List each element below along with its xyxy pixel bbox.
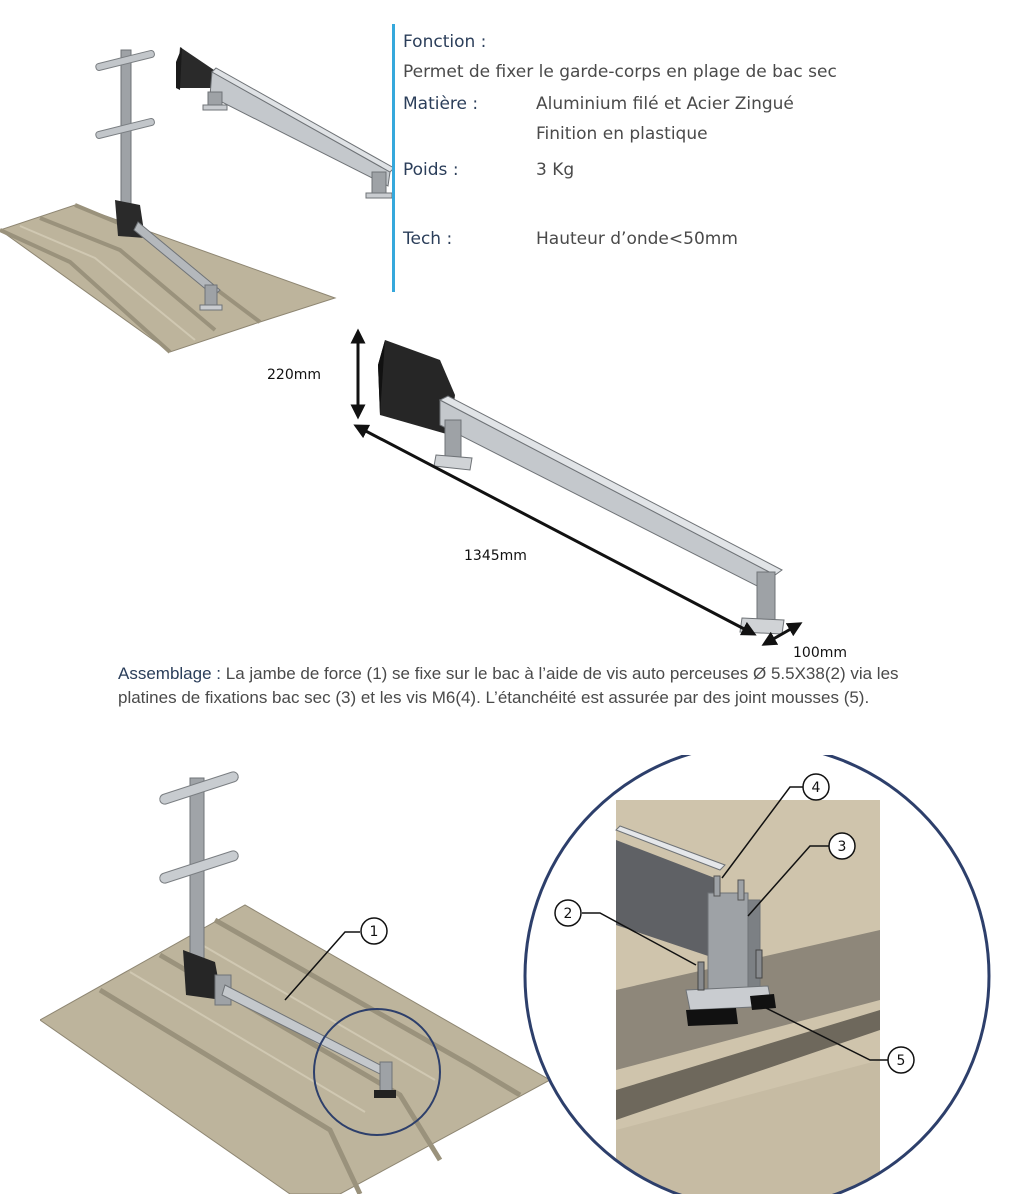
width-dimension-label: 100mm	[793, 645, 847, 661]
fixing-detail-illustration: 2 4 3 5	[523, 755, 991, 1194]
callout-1-label: 1	[370, 924, 379, 940]
assembly-text: La jambe de force (1) se fixe sur le bac…	[118, 664, 899, 707]
fonction-value: Permet de fixer le garde-corps en plage …	[403, 62, 837, 82]
fonction-label: Fonction :	[403, 32, 487, 52]
poids-label: Poids :	[403, 160, 459, 180]
callout-4-label: 4	[812, 780, 821, 796]
dimensioned-brace-illustration	[350, 328, 803, 646]
tech-label: Tech :	[403, 229, 453, 249]
assembly-overview-illustration: 1	[40, 771, 552, 1194]
tech-value: Hauteur d’onde<50mm	[536, 229, 738, 249]
assembly-label: Assemblage :	[118, 664, 221, 683]
brace-top-illustration	[176, 47, 395, 199]
poids-value: 3 Kg	[536, 160, 575, 180]
length-dimension-label: 1345mm	[464, 548, 527, 564]
assembly-paragraph: Assemblage : La jambe de force (1) se fi…	[118, 662, 908, 710]
height-dimension-label: 220mm	[267, 367, 321, 383]
callout-2-label: 2	[564, 906, 573, 922]
guardrail-roof-illustration	[0, 49, 337, 354]
matiere-value-2: Finition en plastique	[536, 124, 708, 144]
matiere-label: Matière :	[403, 94, 479, 114]
callout-3-label: 3	[838, 839, 847, 855]
callout-5-label: 5	[897, 1053, 906, 1069]
matiere-value-1: Aluminium filé et Acier Zingué	[536, 94, 794, 114]
spec-accent-bar	[392, 24, 395, 292]
